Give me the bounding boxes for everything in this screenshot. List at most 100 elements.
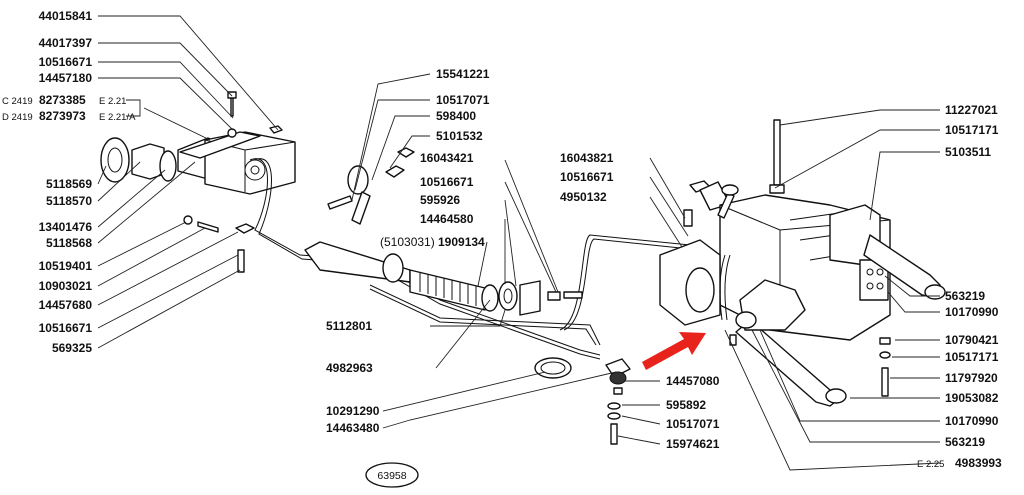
part-callout: 5118568 bbox=[46, 236, 92, 250]
part-number: 44017397 bbox=[39, 36, 93, 50]
part-number: 10519401 bbox=[39, 259, 93, 273]
part-callout: 595926 bbox=[420, 193, 460, 207]
part-number: 14457680 bbox=[39, 298, 93, 312]
figure-number: 63958 bbox=[377, 470, 406, 482]
part-number: 13401476 bbox=[39, 220, 93, 234]
part-callout: (5103031)1909134 bbox=[380, 235, 485, 249]
part-callout: 5103511 bbox=[945, 145, 991, 159]
part-callout: 10170990 bbox=[945, 414, 999, 428]
part-number: 598400 bbox=[436, 109, 476, 123]
part-callout: 10517071 bbox=[666, 417, 720, 431]
part-callout: 569325 bbox=[52, 341, 92, 355]
part-number: 4982963 bbox=[326, 361, 373, 375]
part-callout: 10170990 bbox=[945, 305, 999, 319]
steering-assembly bbox=[659, 119, 946, 407]
part-number: 16043421 bbox=[420, 151, 474, 165]
part-number: 5118569 bbox=[46, 177, 92, 191]
superseded-part-number: (5103031) bbox=[380, 235, 435, 249]
part-callout: 10517171 bbox=[945, 123, 999, 137]
part-callout: 595892 bbox=[666, 398, 706, 412]
hydraulic-pump bbox=[100, 91, 296, 273]
part-callout: 10516671 bbox=[560, 170, 614, 184]
page-reference: E 2.21 bbox=[99, 96, 126, 107]
part-number: 595926 bbox=[420, 193, 460, 207]
part-number: 15974621 bbox=[666, 437, 720, 451]
labels-right: 11227021 10517171 5103511 563219 10170990 107… bbox=[917, 103, 1002, 470]
part-number: 5118568 bbox=[46, 236, 92, 250]
part-number: 10517071 bbox=[436, 93, 490, 107]
variant-prefix: D 2419 bbox=[2, 112, 33, 123]
part-callout: 10516671 bbox=[420, 175, 474, 189]
leader-lines bbox=[97, 15, 941, 471]
part-callout: 16043821 bbox=[560, 151, 614, 165]
part-number: 5118570 bbox=[46, 194, 92, 208]
part-callout: 15974621 bbox=[666, 437, 720, 451]
part-number: 10170990 bbox=[945, 414, 999, 428]
part-callout: 14463480 bbox=[326, 421, 380, 435]
part-number: 14463480 bbox=[326, 421, 380, 435]
page-reference: E 2.21/A bbox=[99, 112, 136, 123]
part-number: 8273385 bbox=[39, 93, 86, 107]
part-number: 563219 bbox=[945, 435, 985, 449]
variant-prefix: C 2419 bbox=[2, 96, 33, 107]
part-number: 10790421 bbox=[945, 333, 999, 347]
part-callout: 11797920 bbox=[945, 371, 998, 385]
part-number: 44015841 bbox=[39, 9, 93, 23]
part-callout: 10291290 bbox=[326, 404, 380, 418]
parts-artwork bbox=[100, 91, 946, 445]
part-callout: 13401476 bbox=[39, 220, 93, 234]
part-number: 4950132 bbox=[560, 190, 607, 204]
part-number: 10516671 bbox=[560, 170, 614, 184]
part-number: 11797920 bbox=[945, 371, 998, 385]
part-number: 569325 bbox=[52, 341, 92, 355]
part-callout: 16043421 bbox=[420, 151, 474, 165]
part-callout: 44015841 bbox=[39, 9, 93, 23]
part-number: 5103511 bbox=[945, 145, 991, 159]
part-number: 1909134 bbox=[438, 235, 485, 249]
part-number: 10517171 bbox=[945, 123, 999, 137]
labels-bottom: 14457080 595892 10517071 15974621 bbox=[666, 374, 720, 451]
part-callout: 14457180 bbox=[39, 71, 93, 85]
part-callout: 563219 bbox=[945, 289, 985, 303]
part-callout: 10516671 bbox=[39, 321, 93, 335]
part-callout: 14464580 bbox=[420, 212, 474, 226]
part-number: 15541221 bbox=[436, 67, 490, 81]
hydraulic-pipes bbox=[249, 147, 691, 445]
part-number: 563219 bbox=[945, 289, 985, 303]
highlight-arrow bbox=[642, 332, 706, 370]
part-callout: 5118570 bbox=[46, 194, 92, 208]
part-callout: 19053082 bbox=[945, 391, 999, 405]
part-callout: 10516671 bbox=[39, 55, 93, 69]
part-number: 10517071 bbox=[666, 417, 720, 431]
labels-center: 15541221 10517071 598400 5101532 16043421 105… bbox=[326, 67, 614, 435]
part-number: 10517171 bbox=[945, 350, 999, 364]
part-number: 14464580 bbox=[420, 212, 474, 226]
part-number: 10170990 bbox=[945, 305, 999, 319]
part-number: 19053082 bbox=[945, 391, 999, 405]
part-callout: 10790421 bbox=[945, 333, 999, 347]
part-number: 14457080 bbox=[666, 374, 720, 388]
part-callout: 14457680 bbox=[39, 298, 93, 312]
part-number: 595892 bbox=[666, 398, 706, 412]
part-number: 10291290 bbox=[326, 404, 380, 418]
part-callout: 5101532 bbox=[436, 129, 483, 143]
part-callout: 4950132 bbox=[560, 190, 607, 204]
part-number: 10516671 bbox=[420, 175, 474, 189]
labels-left: 44015841 44017397 10516671 14457180 C 2419 E … bbox=[2, 9, 136, 355]
part-number: 14457180 bbox=[39, 71, 93, 85]
part-number: 5101532 bbox=[436, 129, 483, 143]
page-reference: E 2.25 bbox=[917, 459, 944, 470]
part-callout: 563219 bbox=[945, 435, 985, 449]
part-callout: 5118569 bbox=[46, 177, 92, 191]
part-number: 10516671 bbox=[39, 321, 93, 335]
part-number: 10903021 bbox=[39, 279, 93, 293]
part-callout: 10519401 bbox=[39, 259, 93, 273]
part-callout: C 2419 E 2.21 8273385 bbox=[2, 93, 126, 107]
part-callout: 4982963 bbox=[326, 361, 373, 375]
part-number: 11227021 bbox=[945, 103, 998, 117]
part-callout: 10903021 bbox=[39, 279, 93, 293]
part-callout: 10517071 bbox=[436, 93, 490, 107]
